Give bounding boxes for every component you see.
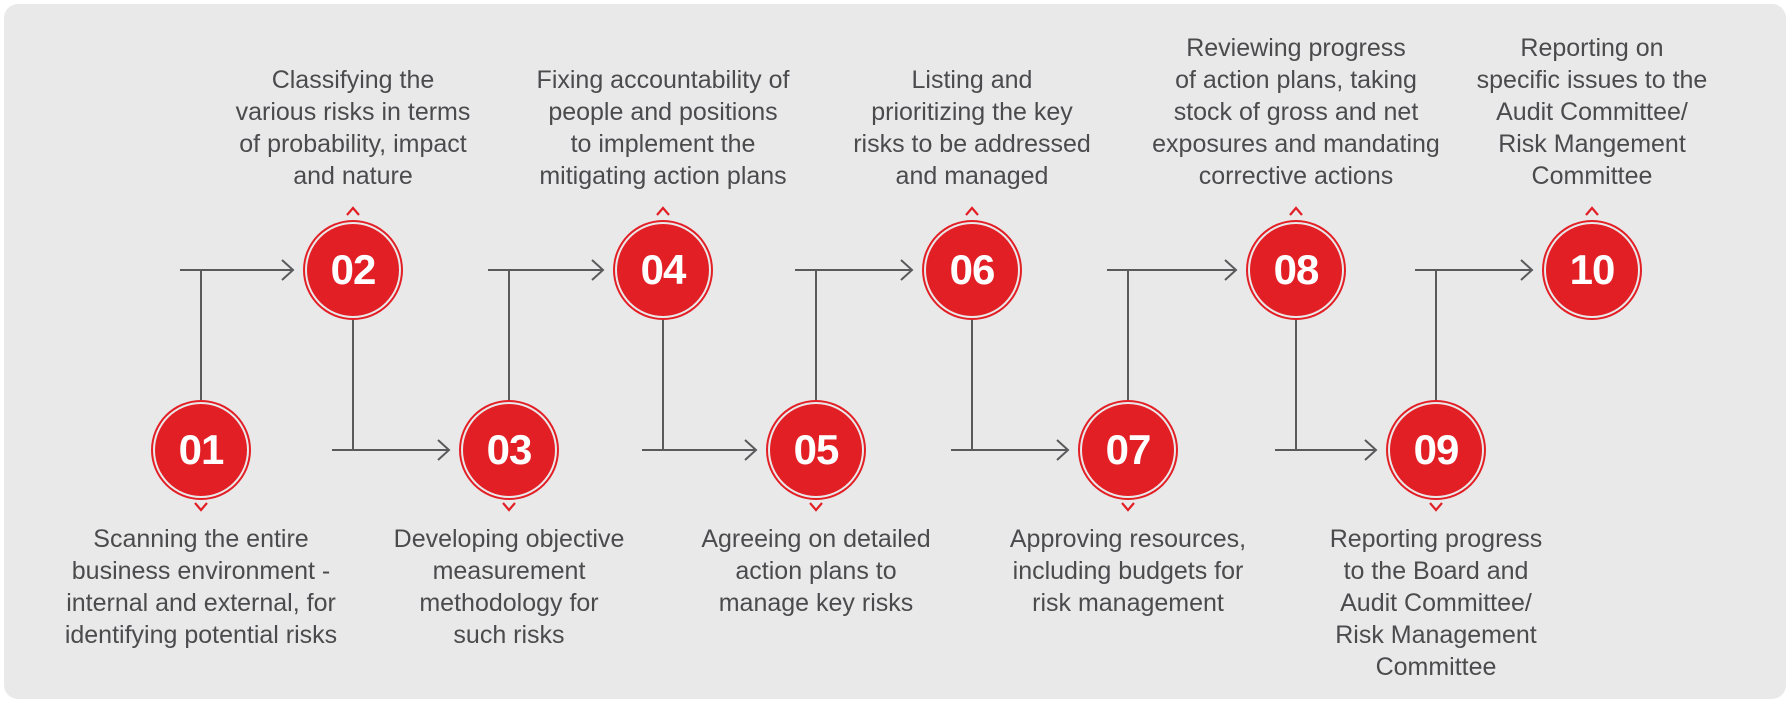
step-06-caret-icon — [965, 206, 979, 216]
step-10-description-text: Reporting on specific issues to the Audi… — [1476, 34, 1708, 190]
step-02-circle: 02 — [307, 224, 399, 316]
step-08-circle: 08 — [1250, 224, 1342, 316]
step-02-number: 02 — [330, 246, 377, 293]
step-02-caret-icon — [346, 206, 360, 216]
step-04-description-text: Fixing accountability of people and posi… — [536, 66, 790, 190]
connector-4-5-arrowhead — [744, 439, 758, 461]
step-06-circle: 06 — [926, 224, 1018, 316]
step-10-number: 10 — [1569, 246, 1616, 293]
step-03-circle: 03 — [463, 404, 555, 496]
step-04-circle: 04 — [617, 224, 709, 316]
step-05-description: Agreeing on detailed action plans to man… — [701, 525, 931, 617]
step-02-description: Classifying the various risks in terms o… — [203, 58, 503, 192]
step-10-caret-icon — [1585, 206, 1599, 216]
step-03-description: Developing objective measurement methodo… — [393, 525, 625, 649]
connector-8-9-arrowhead — [1364, 439, 1378, 461]
step-06-number: 06 — [949, 246, 996, 293]
step-03-caret-icon — [502, 502, 516, 512]
step-09-circle: 09 — [1390, 404, 1482, 496]
step-09-number: 09 — [1413, 426, 1460, 473]
step-01-circle: 01 — [155, 404, 247, 496]
connector-7-8-arrowhead — [1224, 259, 1238, 281]
step-01-description: Scanning the entire business environment… — [64, 525, 338, 649]
step-02-description-text: Classifying the various risks in terms o… — [235, 66, 471, 190]
step-08-description-text: Reviewing progress of action plans, taki… — [1152, 34, 1440, 190]
step-08-description: Reviewing progress of action plans, taki… — [1126, 24, 1466, 192]
connector-6-7-arrowhead — [1056, 439, 1070, 461]
connector-5-6-arrowhead — [900, 259, 914, 281]
step-04-number: 04 — [640, 246, 687, 293]
step-07-circle: 07 — [1082, 404, 1174, 496]
step-09-caret-icon — [1429, 502, 1443, 512]
step-10-description: Reporting on specific issues to the Audi… — [1442, 24, 1742, 192]
connector-lines — [180, 259, 1534, 461]
step-05-caret-icon — [809, 502, 823, 512]
step-08-caret-icon — [1289, 206, 1303, 216]
step-07-caret-icon — [1121, 502, 1135, 512]
step-09-description: Reporting progress to the Board and Audi… — [1329, 525, 1543, 681]
connector-2-3-arrowhead — [437, 439, 451, 461]
connector-3-4-arrowhead — [591, 259, 605, 281]
step-08-number: 08 — [1273, 246, 1320, 293]
step-01-number: 01 — [178, 426, 225, 473]
step-03-number: 03 — [486, 426, 533, 473]
step-07-number: 07 — [1105, 426, 1152, 473]
step-01-caret-icon — [194, 502, 208, 512]
step-05-circle: 05 — [770, 404, 862, 496]
step-04-caret-icon — [656, 206, 670, 216]
step-07-description: Approving resources, including budgets f… — [1009, 525, 1247, 617]
step-04-description: Fixing accountability of people and posi… — [503, 58, 823, 192]
connector-1-2-arrowhead — [281, 259, 295, 281]
step-06-description-text: Listing and prioritizing the key risks t… — [853, 66, 1091, 190]
risk-process-diagram: 01 02 03 04 05 06 07 08 09 10 Scanning t… — [4, 4, 1786, 699]
step-05-number: 05 — [793, 426, 840, 473]
step-10-circle: 10 — [1546, 224, 1638, 316]
step-06-description: Listing and prioritizing the key risks t… — [822, 58, 1122, 192]
connector-9-10-arrowhead — [1520, 259, 1534, 281]
